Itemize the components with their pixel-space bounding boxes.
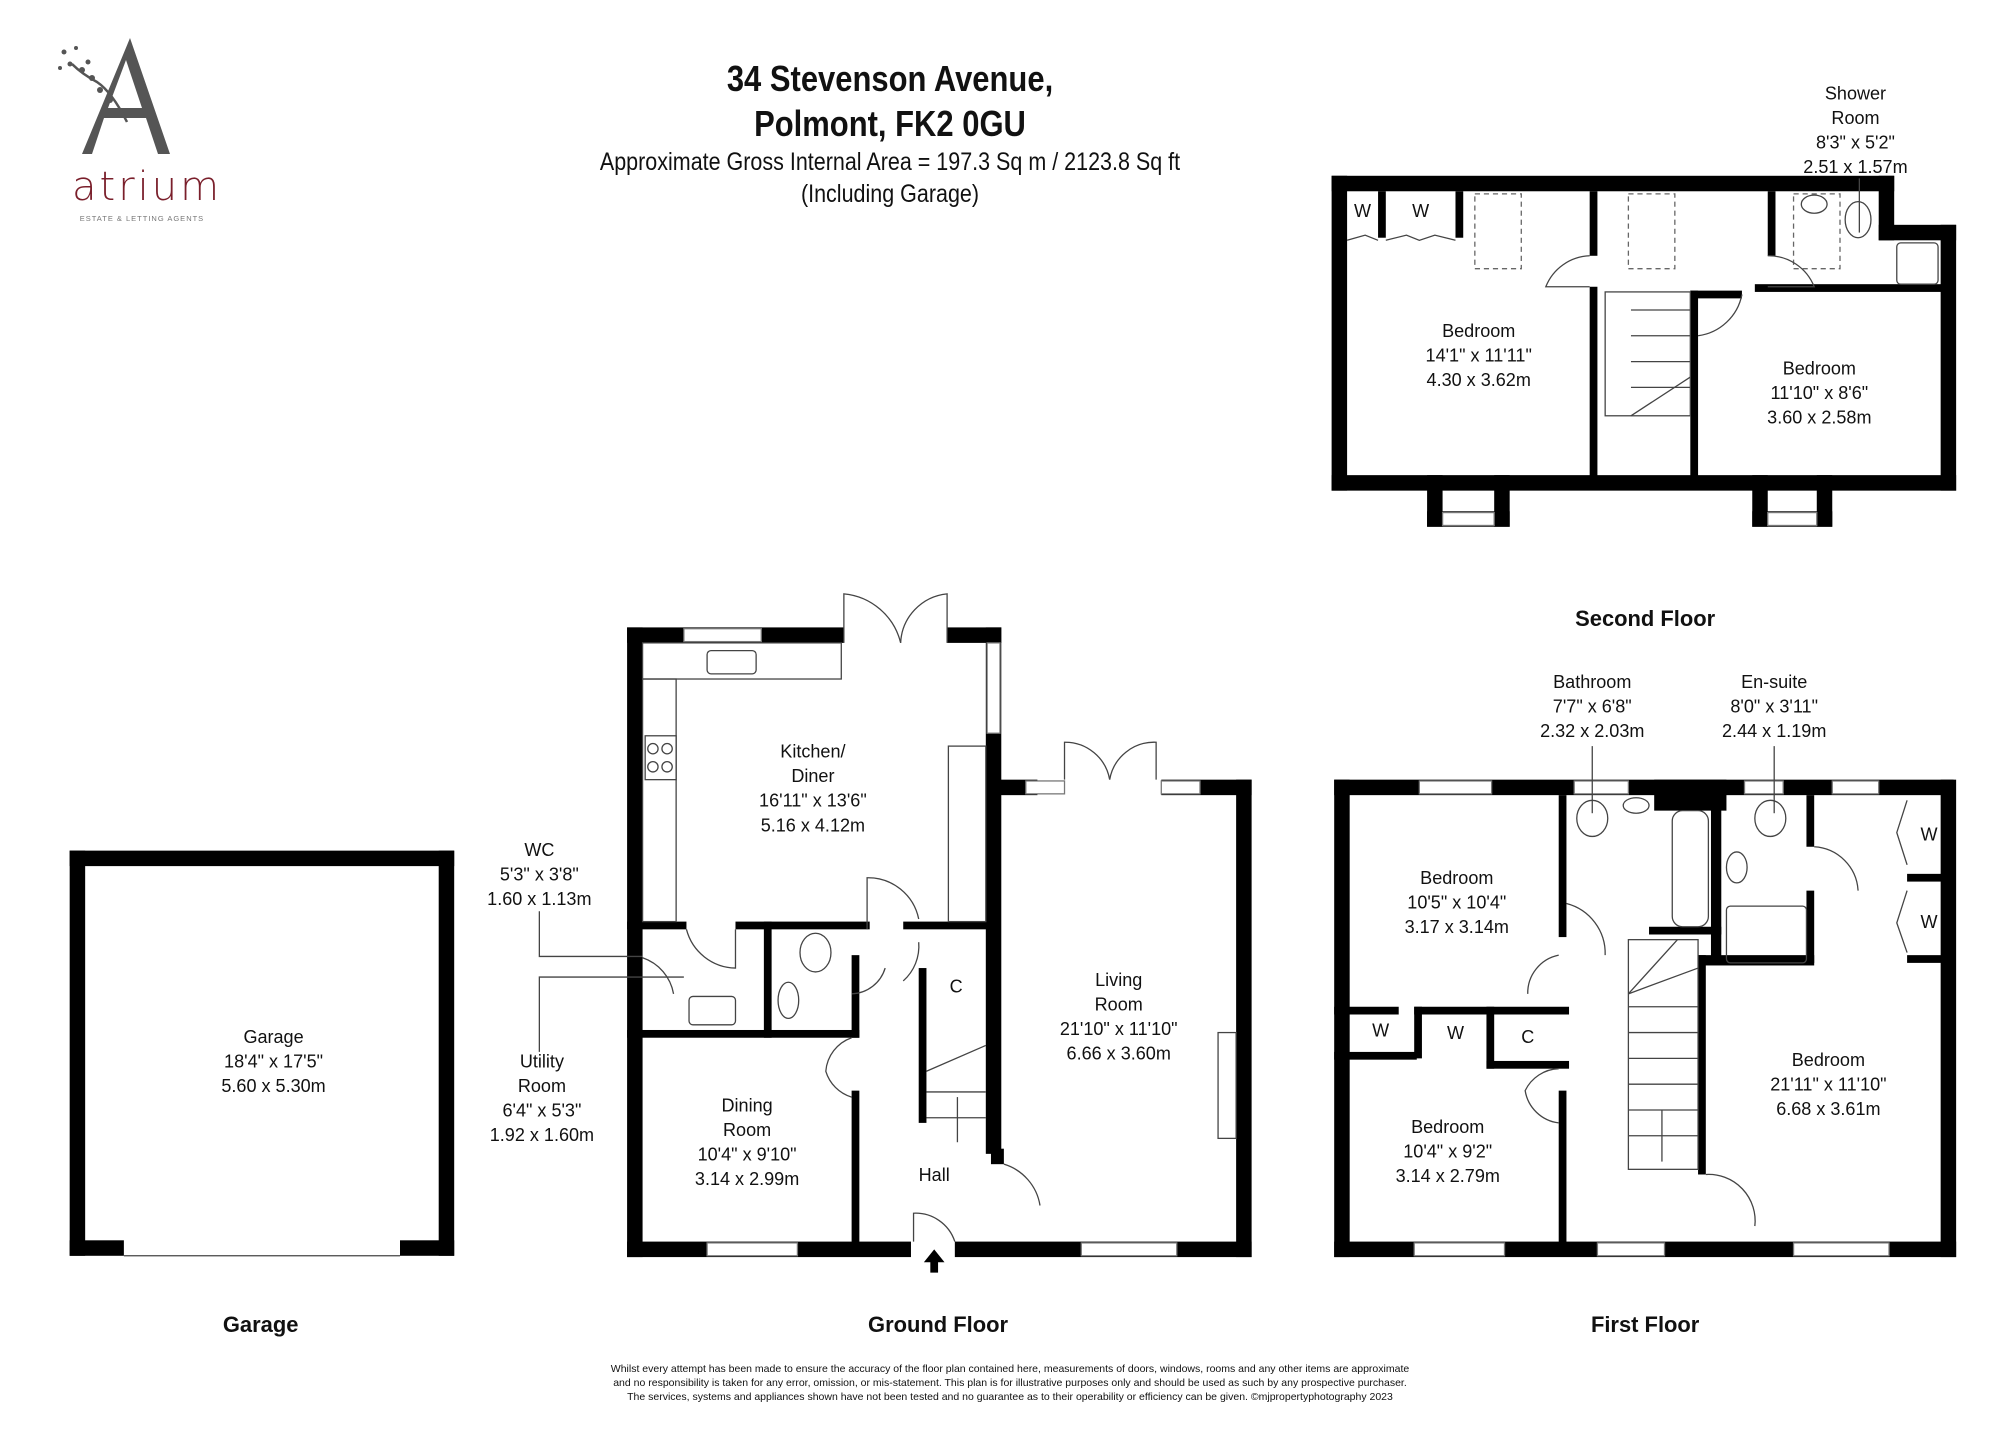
disclaimer-line-2: and no responsibility is taken for any e… xyxy=(613,1377,1407,1389)
first-floor-title: First Floor xyxy=(1591,1312,1700,1337)
dining-room-metric: 3.14 x 2.99m xyxy=(695,1169,799,1189)
living-room-name-1: Living xyxy=(1095,970,1142,990)
first-bedroom-1-imperial: 10'5" x 10'4" xyxy=(1407,893,1506,913)
garage-floor-title: Garage xyxy=(223,1312,299,1337)
utility-room-metric: 1.92 x 1.60m xyxy=(490,1125,594,1145)
cupboard-label: C xyxy=(1521,1027,1534,1047)
logo-letter-a-icon xyxy=(58,38,170,154)
first-bedroom-3-name: Bedroom xyxy=(1792,1050,1865,1070)
garage-room-imperial: 18'4" x 17'5" xyxy=(224,1051,323,1071)
wc-imperial: 5'3" x 3'8" xyxy=(500,864,579,884)
living-room-metric: 6.66 x 3.60m xyxy=(1067,1044,1171,1064)
wardrobe-label: W xyxy=(1921,824,1938,844)
second-bedroom-1-metric: 4.30 x 3.62m xyxy=(1427,370,1531,390)
shower-room-name-1: Shower xyxy=(1825,84,1886,104)
second-floor-title: Second Floor xyxy=(1575,606,1716,631)
wardrobe-label: W xyxy=(1447,1023,1464,1043)
first-bedroom-3-metric: 6.68 x 3.61m xyxy=(1776,1099,1880,1119)
kitchen-diner-imperial: 16'11" x 13'6" xyxy=(759,791,867,811)
wardrobe-label: W xyxy=(1354,201,1371,221)
second-bedroom-1-name: Bedroom xyxy=(1442,321,1515,341)
disclaimer: Whilst every attempt has been made to en… xyxy=(520,1362,1500,1404)
disclaimer-line-1: Whilst every attempt has been made to en… xyxy=(610,1363,1410,1375)
ensuite-name: En-suite xyxy=(1741,672,1807,692)
living-room-imperial: 21'10" x 11'10" xyxy=(1060,1019,1178,1039)
second-bedroom-2-name: Bedroom xyxy=(1783,359,1856,379)
kitchen-diner-name-1: Kitchen/ xyxy=(780,742,846,762)
shower-room-imperial: 8'3" x 5'2" xyxy=(1816,133,1895,153)
dining-room-name-2: Room xyxy=(723,1120,771,1140)
wc-metric: 1.60 x 1.13m xyxy=(487,889,591,909)
dining-room-name-1: Dining xyxy=(722,1095,773,1115)
living-room-name-2: Room xyxy=(1095,995,1143,1015)
wardrobe-label: W xyxy=(1372,1020,1389,1040)
ground-floor-plan: Kitchen/ Diner 16'11" x 13'6" 5.16 x 4.1… xyxy=(487,593,1252,1337)
wardrobe-label: W xyxy=(1921,912,1938,932)
bathroom-name: Bathroom xyxy=(1553,672,1631,692)
first-bedroom-3-imperial: 21'11" x 11'10" xyxy=(1770,1075,1886,1095)
kitchen-diner-metric: 5.16 x 4.12m xyxy=(761,815,865,835)
second-bedroom-2-imperial: 11'10" x 8'6" xyxy=(1771,383,1869,403)
gross-area-note: (Including Garage) xyxy=(800,180,980,208)
garage-room-name: Garage xyxy=(243,1027,303,1047)
bathroom-metric: 2.32 x 2.03m xyxy=(1540,721,1644,741)
garage-plan: Garage 18'4" x 17'5" 5.60 x 5.30m Garage xyxy=(69,850,455,1337)
first-floor-plan: Bedroom 10'5" x 10'4" 3.17 x 3.14m Bedro… xyxy=(1334,672,1957,1337)
disclaimer-line-3: The services, systems and appliances sho… xyxy=(627,1391,1393,1403)
first-bedroom-1-name: Bedroom xyxy=(1420,868,1493,888)
second-bedroom-2-metric: 3.60 x 2.58m xyxy=(1767,408,1871,428)
wc-name: WC xyxy=(524,840,554,860)
atrium-logo: atrium ESTATE & LETTING AGENTS xyxy=(52,34,223,224)
cupboard-label: C xyxy=(950,977,963,997)
second-bedroom-1-imperial: 14'1" x 11'11" xyxy=(1426,346,1532,366)
garage-room-metric: 5.60 x 5.30m xyxy=(221,1076,325,1096)
first-bedroom-2-name: Bedroom xyxy=(1411,1117,1484,1137)
utility-room-name-2: Room xyxy=(518,1076,566,1096)
first-bedroom-1-metric: 3.17 x 3.14m xyxy=(1405,917,1509,937)
shower-room-metric: 2.51 x 1.57m xyxy=(1803,157,1907,177)
first-bedroom-2-imperial: 10'4" x 9'2" xyxy=(1403,1142,1492,1162)
kitchen-diner-name-2: Diner xyxy=(791,766,834,786)
utility-room-name-1: Utility xyxy=(520,1051,564,1071)
shower-room-name-2: Room xyxy=(1831,108,1879,128)
bathroom-imperial: 7'7" x 6'8" xyxy=(1553,697,1632,717)
ground-floor-title: Ground Floor xyxy=(868,1312,1008,1337)
second-floor-plan: Bedroom 14'1" x 11'11" 4.30 x 3.62m Bedr… xyxy=(1331,84,1957,631)
logo-tagline: ESTATE & LETTING AGENTS xyxy=(79,214,205,223)
dining-room-imperial: 10'4" x 9'10" xyxy=(698,1144,797,1164)
entrance-arrow-icon xyxy=(923,1249,945,1273)
wardrobe-label: W xyxy=(1412,201,1429,221)
address-line-1: 34 Stevenson Avenue, xyxy=(726,58,1054,99)
gross-area: Approximate Gross Internal Area = 197.3 … xyxy=(599,148,1181,176)
address-line-2: Polmont, FK2 0GU xyxy=(754,103,1026,144)
utility-room-imperial: 6'4" x 5'3" xyxy=(502,1100,581,1120)
ensuite-imperial: 8'0" x 3'11" xyxy=(1730,697,1818,717)
logo-wordmark: atrium xyxy=(72,164,223,210)
hall-name: Hall xyxy=(919,1165,950,1185)
first-bedroom-2-metric: 3.14 x 2.79m xyxy=(1396,1166,1500,1186)
ensuite-metric: 2.44 x 1.19m xyxy=(1722,721,1826,741)
